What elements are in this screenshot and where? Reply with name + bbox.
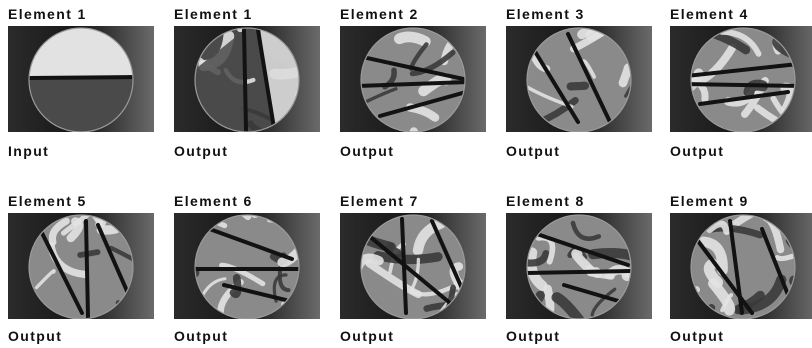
panel-title: Element 5 xyxy=(8,193,87,209)
panel-photo xyxy=(340,26,486,132)
panel-8: Element 7 Output xyxy=(340,193,490,345)
panel-title: Element 1 xyxy=(174,6,253,22)
panel-title: Element 6 xyxy=(174,193,253,209)
panel-5: Element 4 Output xyxy=(670,6,812,159)
panel-caption: Output xyxy=(506,328,561,344)
panel-title: Element 1 xyxy=(8,6,87,22)
panel-photo xyxy=(8,26,154,132)
panel-caption: Input xyxy=(8,143,50,159)
panel-caption: Output xyxy=(174,143,229,159)
panel-photo xyxy=(506,213,652,319)
panel-photo xyxy=(174,213,320,319)
panel-caption: Output xyxy=(670,143,725,159)
panel-6: Element 5 Output xyxy=(8,193,158,345)
panel-10: Element 9 Output xyxy=(670,193,812,345)
panel-title: Element 2 xyxy=(340,6,419,22)
panel-title: Element 4 xyxy=(670,6,749,22)
panel-photo xyxy=(174,26,320,132)
panel-caption: Output xyxy=(340,328,395,344)
panel-caption: Output xyxy=(340,143,395,159)
panel-title: Element 9 xyxy=(670,193,749,209)
panel-3: Element 2 Output xyxy=(340,6,490,159)
panel-photo xyxy=(8,213,154,319)
panel-caption: Output xyxy=(670,328,725,344)
panel-2: Element 1 Output xyxy=(174,6,324,159)
panel-9: Element 8 Output xyxy=(506,193,656,345)
panel-caption: Output xyxy=(174,328,229,344)
panel-title: Element 7 xyxy=(340,193,419,209)
panel-7: Element 6 Output xyxy=(174,193,324,345)
panel-caption: Output xyxy=(506,143,561,159)
panel-4: Element 3 Output xyxy=(506,6,656,159)
panel-photo xyxy=(670,26,812,132)
panel-title: Element 8 xyxy=(506,193,585,209)
panel-photo xyxy=(670,213,812,319)
panel-caption: Output xyxy=(8,328,63,344)
panel-1: Element 1 Input xyxy=(8,6,158,159)
panel-photo xyxy=(340,213,486,319)
panel-photo xyxy=(506,26,652,132)
panel-title: Element 3 xyxy=(506,6,585,22)
